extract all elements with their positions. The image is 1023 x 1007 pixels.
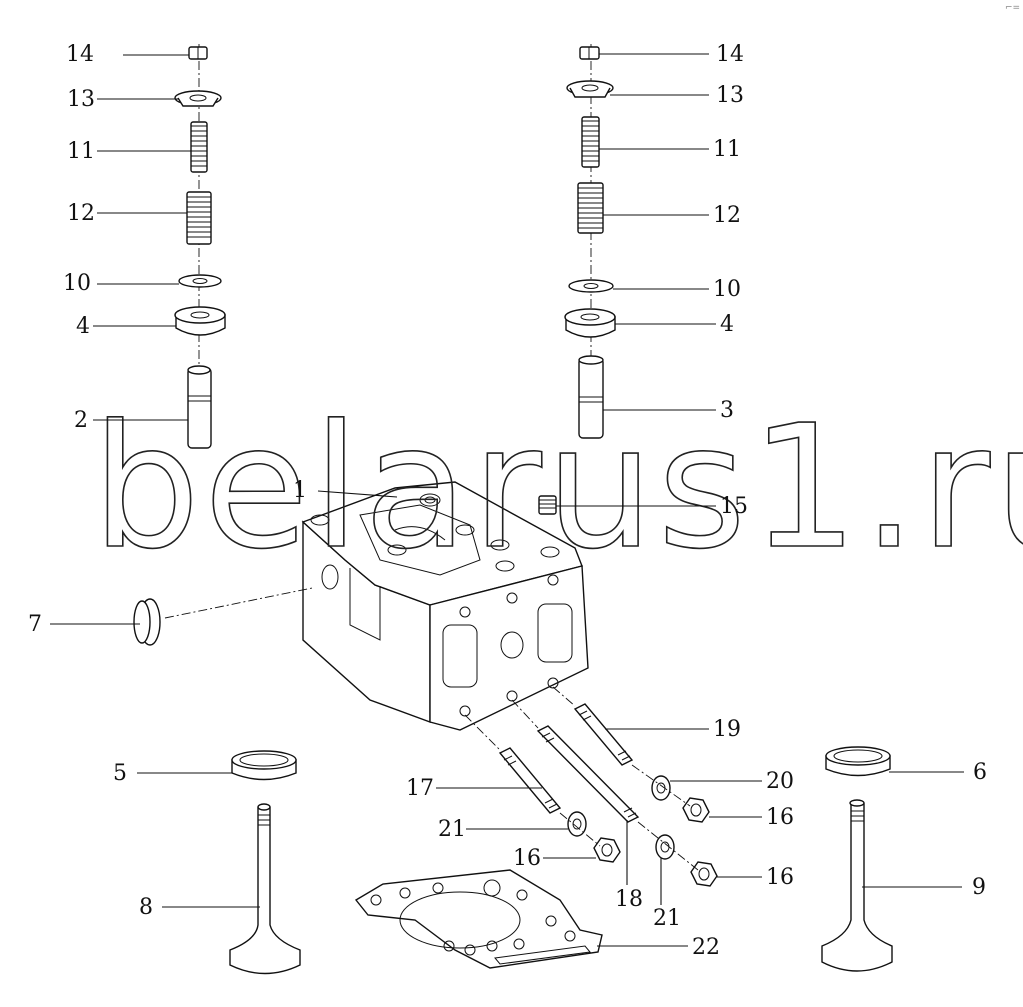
callout-8: 8 xyxy=(139,895,153,920)
callout-7: 7 xyxy=(28,612,42,637)
threaded-insert xyxy=(538,495,557,515)
head-gasket-22 xyxy=(354,869,603,969)
left-valve-key xyxy=(188,46,208,60)
left-spring-washer xyxy=(178,274,222,288)
right-spring-retainer xyxy=(566,80,614,98)
stud-17 xyxy=(464,714,562,814)
callout-16-c: 16 xyxy=(766,865,794,890)
callout-9: 9 xyxy=(972,875,986,900)
core-plug xyxy=(133,587,313,646)
right-valve-key xyxy=(579,46,600,60)
callout-2: 2 xyxy=(74,408,88,433)
intake-valve-8 xyxy=(229,803,301,975)
washer-21b xyxy=(655,834,675,860)
callout-10-right: 10 xyxy=(713,277,741,302)
callout-1: 1 xyxy=(293,478,307,503)
exhaust-valve-9 xyxy=(821,799,893,972)
right-spring-washer xyxy=(568,279,614,293)
callout-4-right: 4 xyxy=(720,312,734,337)
valve-seat-ring-6 xyxy=(825,746,891,777)
callout-3: 3 xyxy=(720,398,734,423)
callout-11-left: 11 xyxy=(67,139,95,164)
callout-6: 6 xyxy=(973,760,987,785)
callout-4-left: 4 xyxy=(76,314,90,339)
callout-18: 18 xyxy=(615,887,643,912)
callout-15: 15 xyxy=(720,494,748,519)
right-valve-seal xyxy=(564,308,616,338)
nut-16a xyxy=(682,797,710,823)
watermark: belarus1.ru xyxy=(92,389,1023,587)
callout-16-b: 16 xyxy=(513,846,541,871)
washer-21a xyxy=(567,811,587,837)
callout-5: 5 xyxy=(113,761,127,786)
callout-22: 22 xyxy=(692,935,720,960)
callout-21-a: 21 xyxy=(438,817,466,842)
corner-mark: ⌐= xyxy=(1005,3,1020,13)
cylinder-head-block xyxy=(301,481,589,731)
left-spring-retainer xyxy=(174,90,222,107)
callout-14-right: 14 xyxy=(716,42,744,67)
left-inner-spring xyxy=(190,121,208,173)
left-valve-guide xyxy=(187,365,212,449)
right-outer-spring xyxy=(577,182,604,234)
callout-10-left: 10 xyxy=(63,271,91,296)
left-valve-seal xyxy=(174,306,226,336)
callout-13-right: 13 xyxy=(716,83,744,108)
callout-14-left: 14 xyxy=(66,42,94,67)
callout-11-right: 11 xyxy=(713,137,741,162)
callout-12-right: 12 xyxy=(713,203,741,228)
callout-12-left: 12 xyxy=(67,201,95,226)
callout-16-a: 16 xyxy=(766,805,794,830)
left-outer-spring xyxy=(186,191,212,245)
nut-16b xyxy=(593,837,621,863)
washer-20 xyxy=(651,775,671,801)
left-valve-stack xyxy=(174,44,226,449)
callout-labels: 14 13 11 12 10 4 2 14 13 11 12 10 4 3 1 … xyxy=(28,42,987,960)
callout-20: 20 xyxy=(766,769,794,794)
right-valve-guide xyxy=(578,355,604,439)
leader-lines xyxy=(50,53,964,947)
stud-18 xyxy=(511,699,640,823)
callout-13-left: 13 xyxy=(67,87,95,112)
nut-16c xyxy=(690,861,718,887)
right-inner-spring xyxy=(581,116,600,168)
callout-21-b: 21 xyxy=(653,906,681,931)
stud-19 xyxy=(552,686,634,766)
callout-19: 19 xyxy=(713,717,741,742)
valve-seat-ring-5 xyxy=(231,750,297,781)
callout-17: 17 xyxy=(406,776,434,801)
right-valve-stack xyxy=(564,44,616,439)
